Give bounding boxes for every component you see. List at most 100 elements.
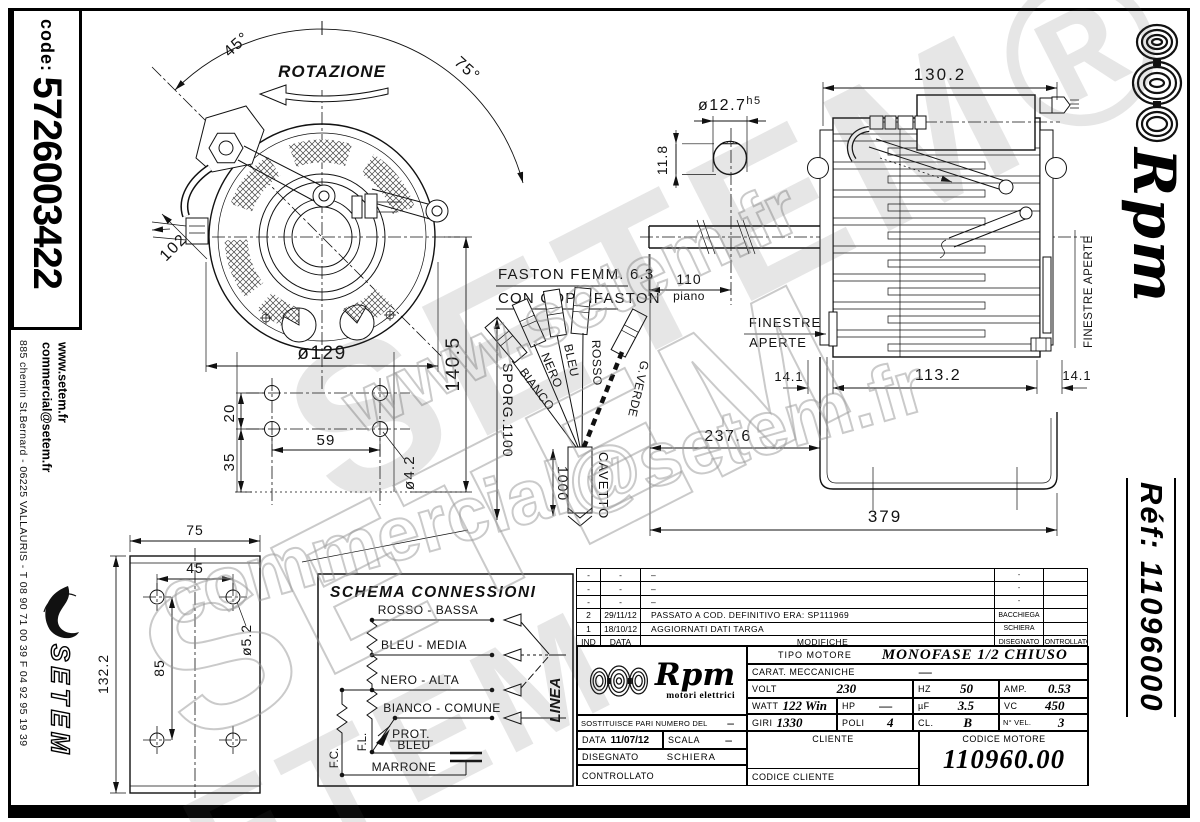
faston-connectors xyxy=(484,286,648,364)
dim-height-140-5: 140.5 xyxy=(443,336,464,391)
center-terminal xyxy=(351,193,402,219)
clamp-lever xyxy=(151,105,336,245)
resistor-ladder xyxy=(366,620,378,752)
scala-cell: SCALA– xyxy=(663,731,747,749)
finestre-label-1: FINESTRE xyxy=(749,315,821,330)
vent-slots xyxy=(224,139,415,332)
dim-14-1-left: 14.1 xyxy=(774,369,803,384)
code-box: code: 5726003422 xyxy=(11,8,82,330)
controllato-cell: CONTROLLATO xyxy=(577,765,747,786)
wire-bleu-label: BLEU xyxy=(561,343,582,379)
amp-cell: AMP.0.53 xyxy=(999,680,1089,698)
dim-shaft-diameter: ø12.7h5 xyxy=(698,95,762,114)
coil-logo-icon xyxy=(1131,23,1183,143)
service-holes xyxy=(260,304,396,343)
dim-diameter-129: ø129 xyxy=(297,343,346,364)
address-text: 885 chemin St.Bernard - 06225 VALLAURIS … xyxy=(17,340,29,747)
dim-flat-11-8: 11.8 xyxy=(654,145,670,175)
code-label: code: xyxy=(37,19,57,73)
rpm-logo-cell: Rpm motori elettrici xyxy=(577,646,747,715)
right-pivot xyxy=(371,188,449,223)
setem-swoosh-icon xyxy=(43,586,79,639)
dim-hole-5-2: ø5.2 xyxy=(238,624,254,656)
faston-detail: FASTON FEMM. 6.3 CON COPRIFASTON BIANCO … xyxy=(484,266,660,527)
piano-label: piano xyxy=(673,289,705,303)
window-slot-left xyxy=(828,311,838,347)
fl-label: F.L. xyxy=(357,733,369,752)
finestre-label-2: APERTE xyxy=(749,335,807,350)
angle-75-label: 75° xyxy=(451,54,484,86)
cable-entry xyxy=(847,115,927,162)
rotation-arrow-icon xyxy=(258,84,389,106)
dim-35: 35 xyxy=(221,452,238,471)
setem-logo: SETEM xyxy=(34,584,86,759)
dim-20: 20 xyxy=(221,403,238,422)
eye-bolt-right-icon xyxy=(1045,157,1067,179)
prot-label: PROT. xyxy=(392,727,430,741)
codice-cliente-cell: CODICE CLIENTE xyxy=(747,768,919,786)
plate-view: 75 45 85 132.2 ø5.2 xyxy=(95,522,261,798)
marrone-label: MARRONE xyxy=(372,760,437,774)
table-row: --–- xyxy=(577,595,1087,610)
dim-85: 85 xyxy=(151,659,167,677)
dim-130-2: 130.2 xyxy=(914,65,967,84)
coil-logo-small-icon xyxy=(589,664,648,697)
junction-dots xyxy=(339,617,495,778)
dim-1000: 1000 xyxy=(555,466,571,501)
linea-arrows xyxy=(502,613,566,725)
dim-379: 379 xyxy=(868,507,902,526)
eye-bolt-left-icon xyxy=(807,157,829,179)
capacitor-icon xyxy=(450,751,482,763)
dim-110: 110 xyxy=(676,271,701,287)
wire-verde-label: G.VERDE xyxy=(625,359,652,418)
linea-label: LINEA xyxy=(547,678,564,723)
green-yellow-wire xyxy=(581,351,625,448)
dim-237-6: 237.6 xyxy=(704,428,752,445)
motor-code-value: 110960.00 xyxy=(942,744,1066,774)
rpm-brand-sub: motori elettrici xyxy=(666,691,736,701)
bleu-media-label: BLEU - MEDIA xyxy=(381,638,467,652)
table-row: --–- xyxy=(577,569,1087,583)
dim-59: 59 xyxy=(316,432,335,449)
rotation-arc-dimension xyxy=(174,21,524,184)
nero-alta-label: NERO - ALTA xyxy=(381,673,459,687)
rosso-bassa-label: ROSSO - BASSA xyxy=(378,603,479,617)
angle-45-label: 45° xyxy=(221,29,254,61)
title-block: Rpm motori elettrici SOSTITUISCE PARI NU… xyxy=(576,645,1089,786)
shaft-diameter-value: ø12.7 xyxy=(698,97,746,114)
cable-sheath xyxy=(567,446,593,514)
rotation-label: ROTAZIONE xyxy=(278,62,386,81)
cl-cell: CL.B xyxy=(913,714,999,731)
protector-diode-icon xyxy=(376,729,390,746)
code-value: 5726003422 xyxy=(25,76,69,289)
fc-label: F.C. xyxy=(329,748,341,768)
website-link: www.setem.fr xyxy=(55,342,70,423)
carat-meccaniche-cell: CARAT. MECCANICHE— xyxy=(747,664,1089,680)
dim-45: 45 xyxy=(186,560,204,576)
dim-14-1-right: 14.1 xyxy=(1062,368,1091,383)
faston-title-1: FASTON FEMM. 6.3 xyxy=(498,266,654,283)
front-view: 45° 75° ROTAZIONE 102 ø129 140.5 20 35 xyxy=(151,21,524,563)
window-slot-right xyxy=(1042,256,1052,334)
bleu2-label: BLEU xyxy=(397,738,430,752)
bianco-comune-label: BIANCO - COMUNE xyxy=(383,701,501,715)
side-view: 130.2 FINESTRE APERTE FINESTRE APERTE 14… xyxy=(649,65,1095,536)
sostituisce-cell: SOSTITUISCE PARI NUMERO DEL– xyxy=(577,715,747,731)
nvel-cell: N° VEL.3 xyxy=(999,714,1089,731)
table-row: --–- xyxy=(577,582,1087,596)
dim-113-2: 113.2 xyxy=(915,367,961,384)
shaft-tolerance: h5 xyxy=(746,95,761,107)
